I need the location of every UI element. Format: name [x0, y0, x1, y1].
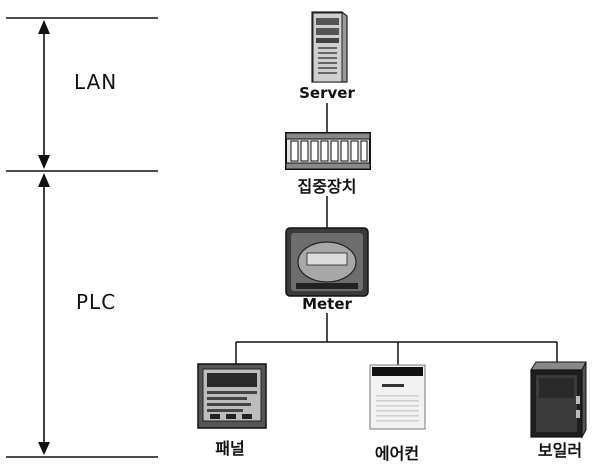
meter-label: Meter: [302, 295, 352, 313]
boiler-label: 보일러: [537, 441, 583, 460]
panel-label: 패널: [215, 439, 245, 458]
lan-zone-label: LAN: [74, 70, 118, 94]
plc-zone-label: PLC: [76, 290, 117, 314]
concentrator-label: 집중장치: [297, 177, 357, 196]
aircon-label: 에어컨: [374, 444, 420, 463]
server-icon: [311, 11, 348, 83]
panel-icon: [197, 363, 267, 429]
aircon-icon: [369, 364, 426, 430]
boiler-icon: [530, 361, 587, 439]
concentrator-icon: [285, 132, 371, 170]
server-label: Server: [299, 84, 355, 102]
meter-icon: [285, 227, 369, 297]
plc-range-arrow: [38, 173, 50, 455]
lan-range-arrow: [38, 20, 50, 169]
